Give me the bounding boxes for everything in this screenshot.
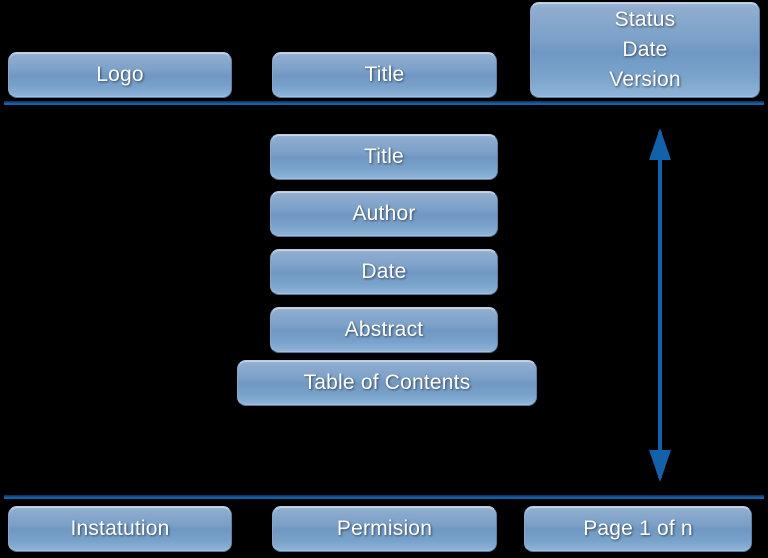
body-box-table-of-contents-label: Table of Contents bbox=[303, 370, 471, 394]
footer-box-page-number-label: Page 1 of n bbox=[583, 516, 693, 540]
header-box-status-date-version-label: Status Date Version bbox=[609, 8, 681, 91]
header-divider-rule bbox=[4, 101, 764, 105]
vertical-double-arrow bbox=[638, 126, 682, 484]
header-box-logo[interactable]: Logo bbox=[8, 52, 232, 98]
footer-box-permission-label: Permision bbox=[336, 516, 433, 540]
body-box-author[interactable]: Author bbox=[270, 191, 498, 237]
header-box-logo-label: Logo bbox=[96, 62, 144, 86]
vertical-double-arrow-svg bbox=[649, 128, 671, 482]
body-box-title-label: Title bbox=[364, 144, 404, 168]
body-box-title[interactable]: Title bbox=[270, 134, 498, 180]
header-box-title[interactable]: Title bbox=[272, 52, 497, 98]
body-box-abstract[interactable]: Abstract bbox=[270, 307, 498, 353]
body-box-date[interactable]: Date bbox=[270, 249, 498, 295]
body-box-table-of-contents[interactable]: Table of Contents bbox=[237, 360, 537, 406]
footer-box-institution[interactable]: Instatution bbox=[8, 506, 232, 552]
footer-box-institution-label: Instatution bbox=[70, 516, 170, 540]
body-box-date-label: Date bbox=[361, 259, 407, 283]
footer-divider-rule bbox=[4, 495, 764, 499]
footer-box-page-number[interactable]: Page 1 of n bbox=[524, 506, 752, 552]
footer-box-permission[interactable]: Permision bbox=[272, 506, 497, 552]
body-box-author-label: Author bbox=[352, 201, 416, 225]
header-box-status-date-version[interactable]: Status Date Version bbox=[530, 2, 760, 98]
body-box-abstract-label: Abstract bbox=[344, 317, 424, 341]
header-box-title-label: Title bbox=[364, 62, 405, 86]
